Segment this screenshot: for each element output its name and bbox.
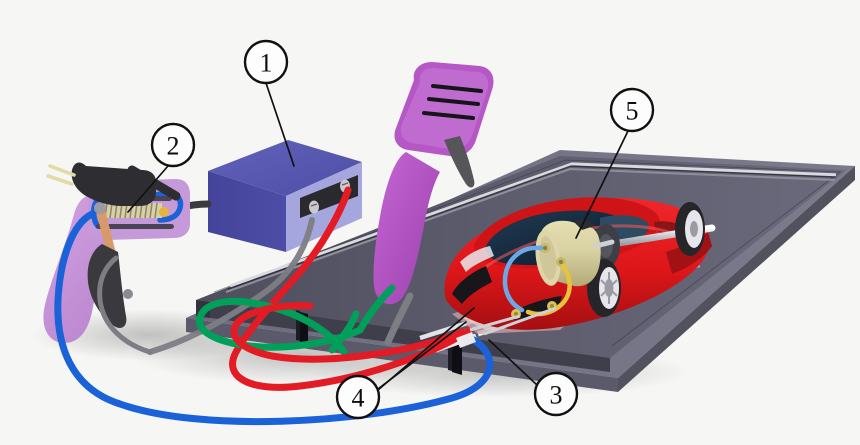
callout-5[interactable]: 5 (609, 87, 655, 133)
wheel-rear-right (675, 202, 705, 256)
callout-4-label: 4 (352, 384, 365, 413)
terminal-screw-negative[interactable] (309, 200, 319, 214)
leader-2 (127, 165, 169, 213)
controller-right[interactable] (356, 62, 494, 346)
callout-4[interactable]: 4 (335, 374, 381, 420)
callouts-layer: 1 2 3 4 5 (127, 39, 655, 420)
callout-1-label: 1 (260, 49, 273, 78)
wire-red-supply-to-track (229, 186, 474, 391)
wire-red-lower-loop (230, 302, 466, 363)
rear-vent (654, 221, 680, 236)
callout-1[interactable]: 1 (243, 39, 289, 85)
nozzle-right (444, 136, 475, 188)
leader-3 (488, 339, 538, 386)
wire-green-controller-right (356, 284, 396, 334)
plug-prong-1 (48, 164, 76, 177)
callout-5-label: 5 (626, 97, 639, 126)
wire-gray-controller-right (384, 292, 414, 346)
terminal-block[interactable] (300, 175, 358, 218)
electric-motor (535, 219, 615, 287)
callout-3[interactable]: 3 (533, 371, 579, 417)
track-rails-upper (225, 162, 837, 293)
pickup-braids (469, 301, 557, 336)
wire-green-riser (328, 310, 360, 354)
callout-3-label: 3 (550, 381, 563, 410)
wire-gray-controller-to-supply (147, 217, 315, 355)
wire-green-to-track (196, 297, 364, 356)
plug-prong-2 (46, 174, 74, 186)
coil-terminal (159, 207, 169, 217)
headlight (460, 246, 494, 272)
wire-motor-blue (502, 245, 544, 313)
trigger-left[interactable] (87, 244, 127, 328)
wire-blue-controller-to-track (54, 210, 494, 426)
slot-car[interactable] (444, 197, 716, 348)
leader-1 (265, 82, 295, 167)
callout-2-label: 2 (167, 132, 180, 161)
power-supply-transformer[interactable] (208, 140, 362, 252)
rheostat-coil (104, 202, 162, 219)
guide-flag (456, 332, 476, 348)
leader-5 (575, 130, 629, 239)
leader-4b (377, 307, 475, 391)
front-intake (452, 266, 492, 304)
vent-slits (422, 84, 483, 120)
callout-2[interactable]: 2 (150, 122, 196, 168)
